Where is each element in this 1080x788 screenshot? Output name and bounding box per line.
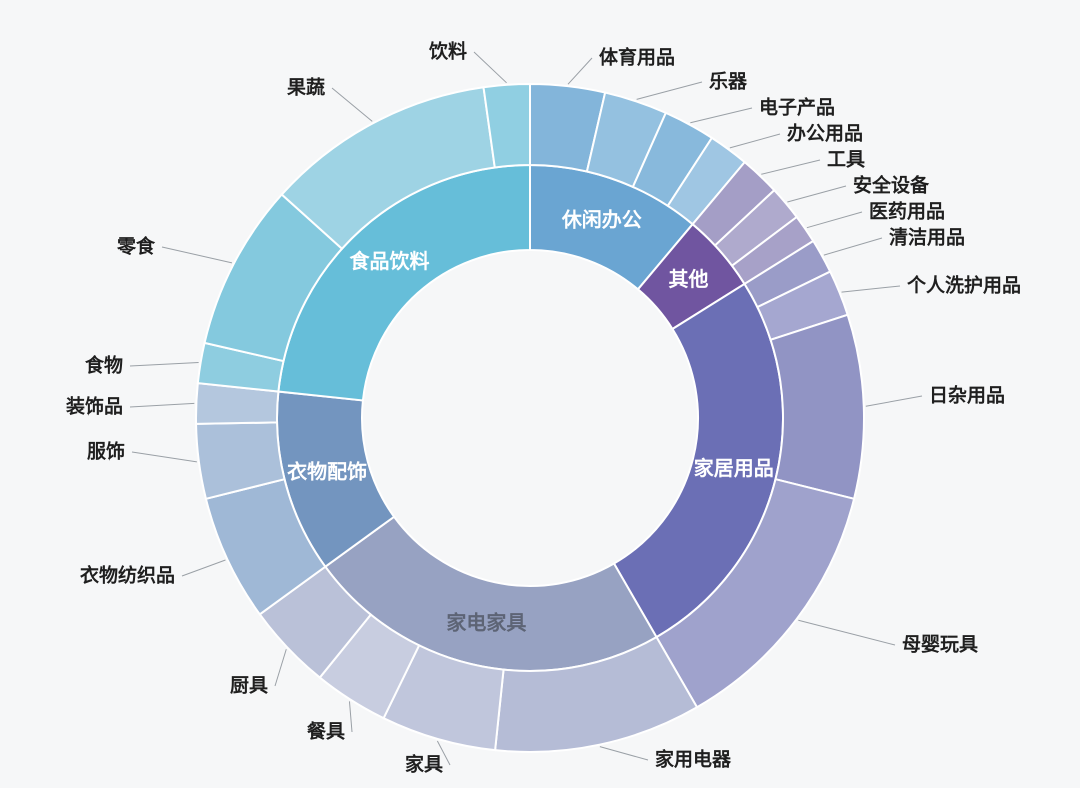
outer-segment-label-食物: 食物 xyxy=(85,354,123,377)
outer-segment-label-饮料: 饮料 xyxy=(428,40,467,63)
leader-line-工具 xyxy=(761,159,821,175)
leader-line-服饰 xyxy=(131,451,197,463)
outer-segment-label-日杂用品: 日杂用品 xyxy=(929,385,1005,407)
outer-segment-label-果蔬: 果蔬 xyxy=(286,76,325,99)
outer-segment-label-医药用品: 医药用品 xyxy=(869,200,945,223)
outer-segment-label-装饰品: 装饰品 xyxy=(65,395,123,418)
outer-segment-label-餐具: 餐具 xyxy=(307,720,345,743)
leader-line-电子产品 xyxy=(690,107,753,124)
inner-segment-label-食品饮料: 食品饮料 xyxy=(349,249,429,273)
outer-segment-日杂用品 xyxy=(769,313,865,501)
outer-segment-label-衣物纺织品: 衣物纺织品 xyxy=(80,564,175,587)
outer-segment-label-家用电器: 家用电器 xyxy=(655,748,732,771)
leader-line-清洁用品 xyxy=(823,237,883,256)
leader-line-装饰品 xyxy=(129,402,195,408)
leader-line-家具 xyxy=(436,740,451,766)
outer-segment-label-安全设备: 安全设备 xyxy=(853,174,930,197)
leader-line-体育用品 xyxy=(567,57,593,85)
outer-segment-label-乐器: 乐器 xyxy=(709,71,748,93)
inner-segment-label-休闲办公: 休闲办公 xyxy=(561,208,642,232)
leader-line-果蔬 xyxy=(331,87,373,122)
outer-segment-label-服饰: 服饰 xyxy=(87,440,125,463)
leader-line-母婴玩具 xyxy=(798,619,896,646)
outer-segment-label-工具: 工具 xyxy=(827,149,865,171)
leader-line-安全设备 xyxy=(787,185,847,203)
outer-segment-label-家具: 家具 xyxy=(405,753,443,776)
outer-segment-label-厨具: 厨具 xyxy=(230,675,268,697)
leader-line-个人洗护用品 xyxy=(841,285,901,293)
leader-line-医药用品 xyxy=(806,211,863,229)
leader-line-食物 xyxy=(129,362,199,367)
inner-segment-label-家居用品: 家居用品 xyxy=(694,456,774,480)
inner-segment-label-家电家具: 家电家具 xyxy=(446,610,526,634)
leader-line-厨具 xyxy=(274,649,287,687)
leader-line-乐器 xyxy=(636,81,703,100)
outer-segment-label-个人洗护用品: 个人洗护用品 xyxy=(906,274,1021,297)
leader-line-餐具 xyxy=(348,701,353,733)
outer-segment-label-电子产品: 电子产品 xyxy=(759,96,835,119)
outer-segment-label-办公用品: 办公用品 xyxy=(787,122,863,145)
outer-segment-label-体育用品: 体育用品 xyxy=(599,46,675,69)
leader-line-办公用品 xyxy=(729,133,781,149)
leader-line-家用电器 xyxy=(599,746,649,761)
inner-segment-label-衣物配饰: 衣物配饰 xyxy=(287,459,367,483)
inner-segment-label-其他: 其他 xyxy=(668,267,708,291)
leader-line-衣物纺织品 xyxy=(181,559,226,577)
leader-line-日杂用品 xyxy=(865,395,923,407)
outer-segment-label-零食: 零食 xyxy=(116,235,156,258)
leader-line-零食 xyxy=(161,246,233,264)
outer-segment-饮料 xyxy=(482,82,531,169)
outer-segment-label-母婴玩具: 母婴玩具 xyxy=(902,634,978,656)
outer-segment-label-清洁用品: 清洁用品 xyxy=(889,226,965,249)
leader-line-饮料 xyxy=(473,51,507,84)
